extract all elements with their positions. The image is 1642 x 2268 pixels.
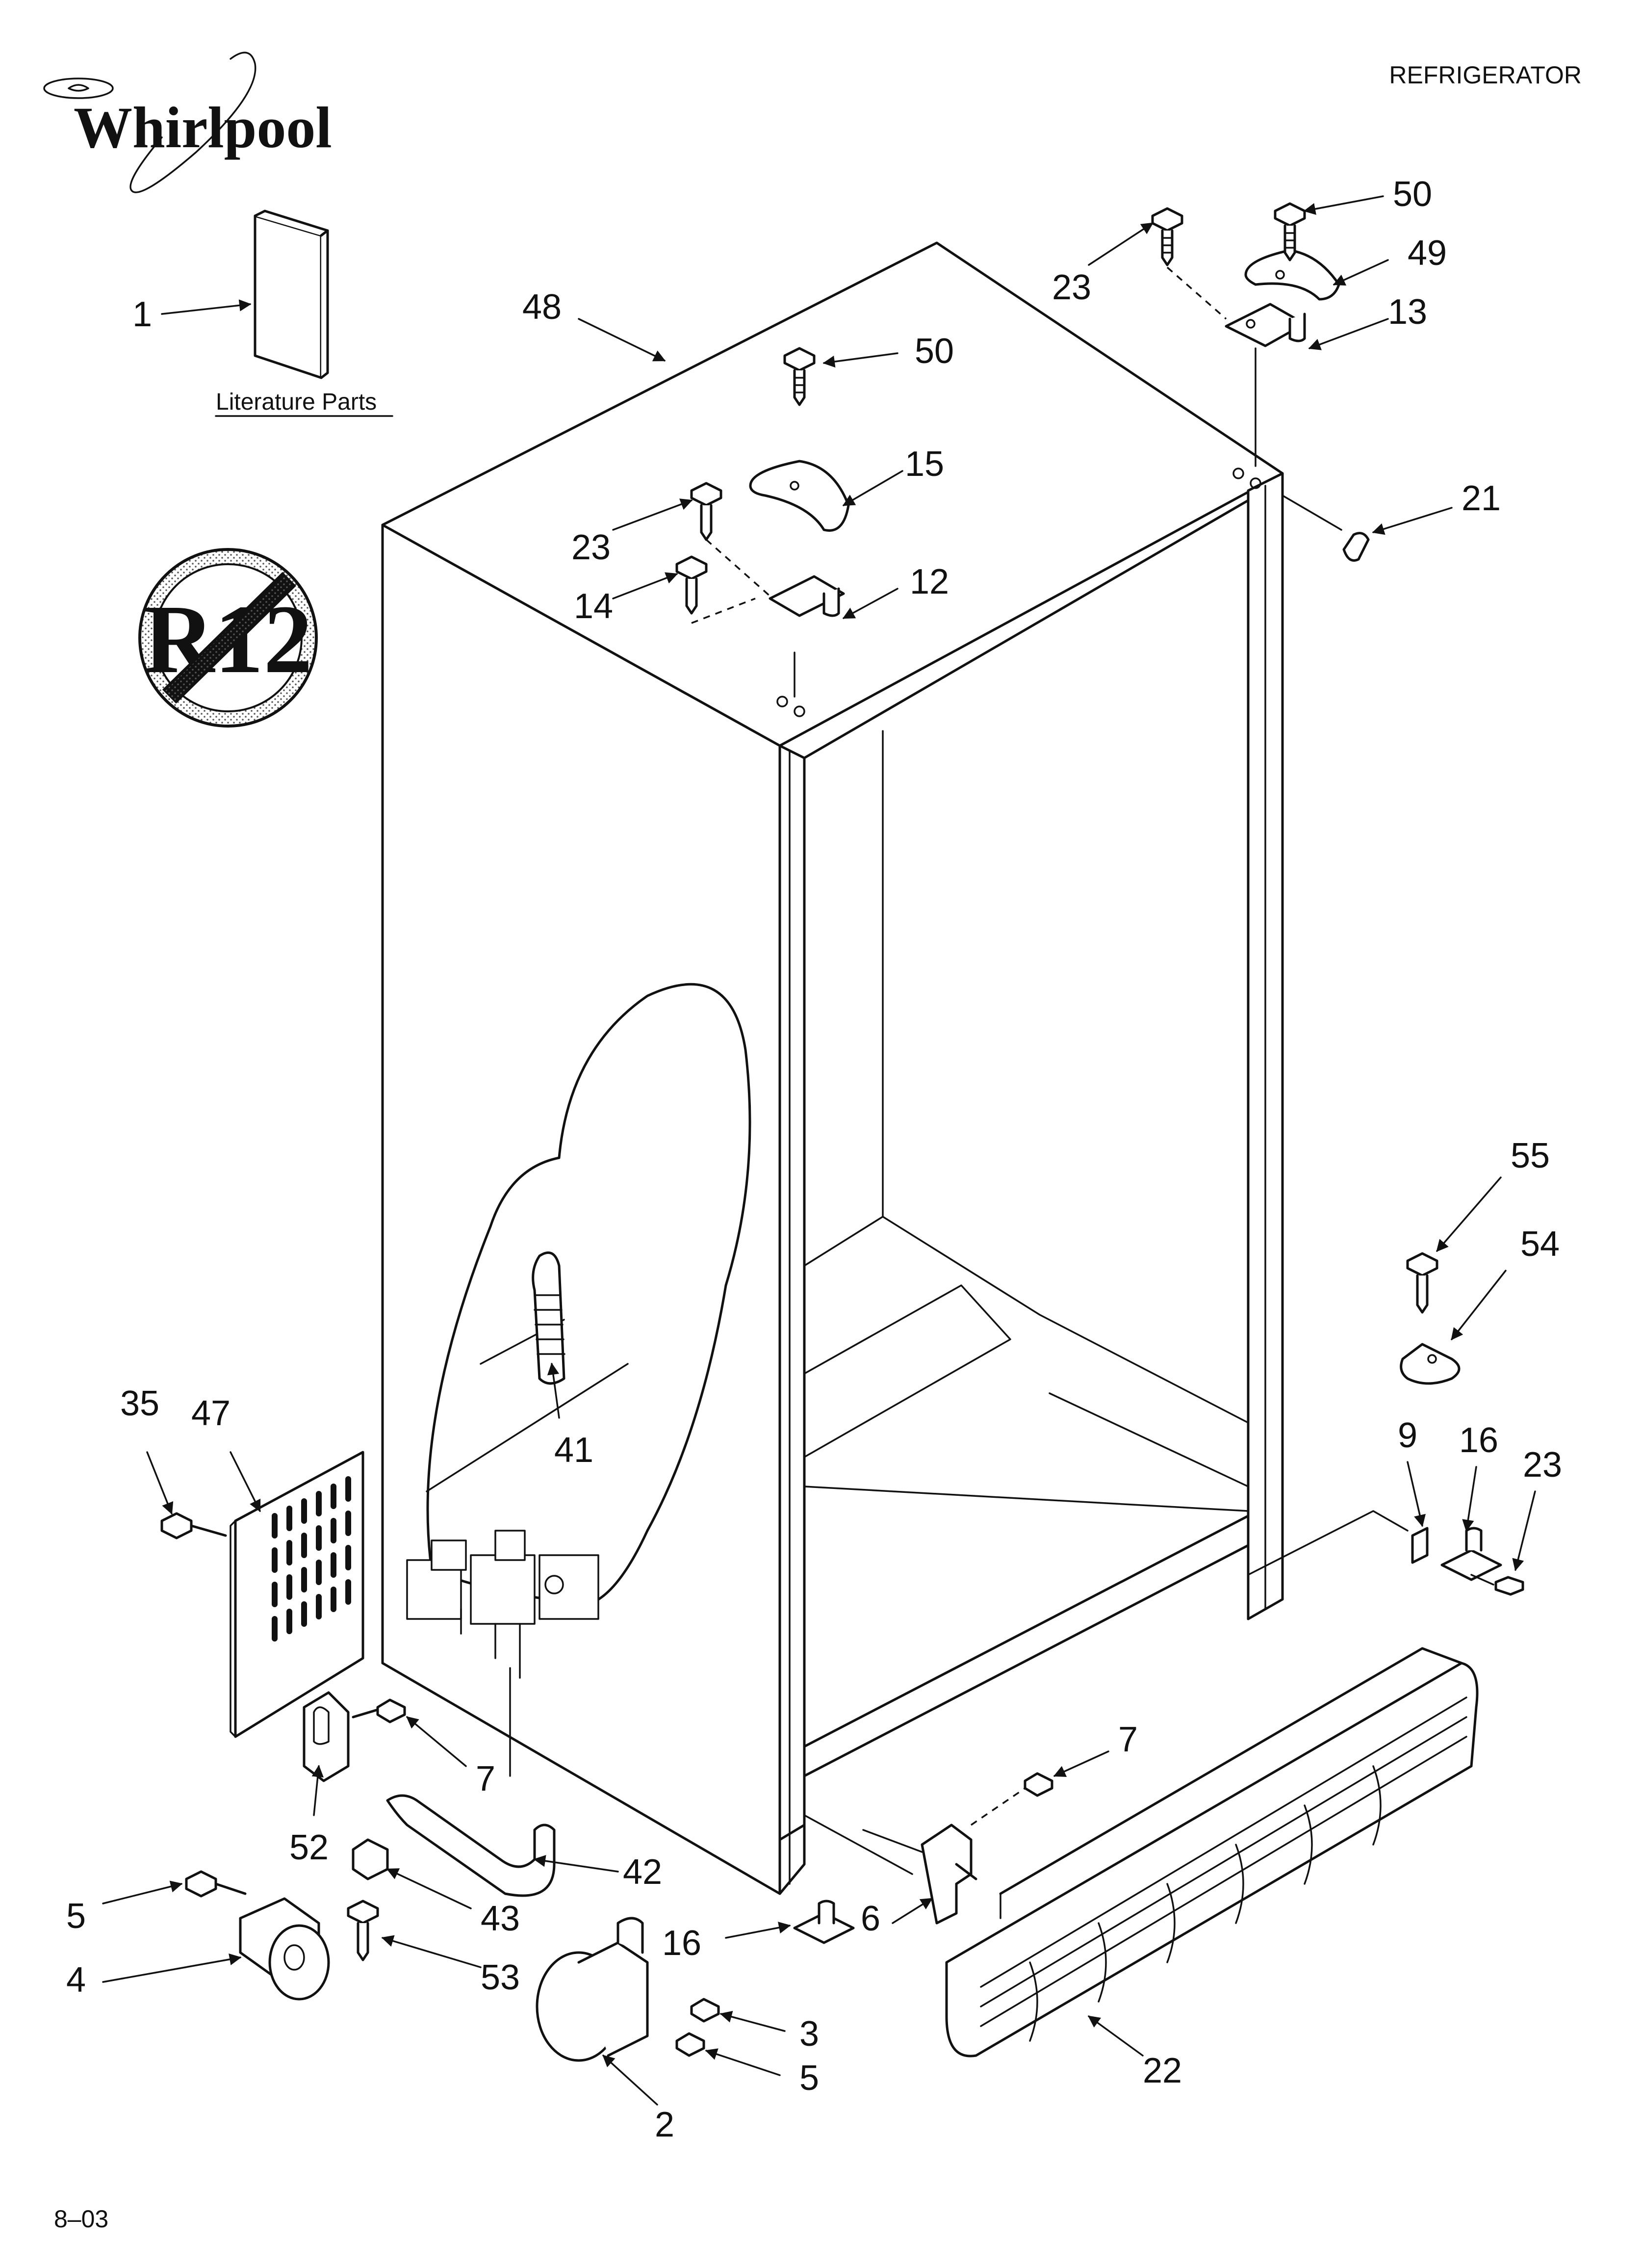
callout-15: 15 [905,444,944,484]
leader-lines [102,195,1536,2106]
page-code: 8–03 [54,2205,108,2233]
callout-47: 47 [191,1394,231,1433]
no-r12-symbol: R12 [138,548,318,728]
part-drain-tube [532,1251,565,1385]
callout-52: 52 [289,1828,329,1867]
callout-labels: 1 48 50 15 23 14 12 23 50 49 13 21 55 54… [66,175,1562,2144]
callout-4: 4 [66,1960,86,2000]
callout-23-right: 23 [1523,1445,1562,1485]
callout-41: 41 [554,1431,593,1470]
part-top-hinge-left [675,347,850,698]
callout-21: 21 [1462,479,1501,518]
callout-53: 53 [481,1958,520,1997]
part-control-assembly [406,1530,599,1679]
callout-23-top: 23 [1052,268,1091,307]
callout-16-bottom: 16 [662,1924,701,1963]
callout-7-right: 7 [1118,1720,1138,1759]
callout-42: 42 [623,1852,662,1892]
callout-55: 55 [1511,1136,1550,1175]
callout-23: 23 [571,528,611,567]
callout-13: 13 [1388,292,1427,332]
callout-7-left: 7 [476,1759,495,1799]
callout-35: 35 [120,1384,159,1423]
callout-16-right: 16 [1459,1421,1498,1460]
part-water-tube [347,1667,556,1961]
category-title: REFRIGERATOR [1389,61,1582,89]
callout-5-right: 5 [799,2059,819,2098]
part-rear-panel [160,1451,364,1738]
part-lower-hinge-right [1247,1252,1524,1596]
part-top-hinge-right [1151,202,1340,467]
callout-9: 9 [1398,1416,1417,1455]
callout-5-left: 5 [66,1897,86,1936]
callout-6: 6 [861,1899,880,1938]
callout-43: 43 [481,1899,520,1938]
callout-54: 54 [1520,1225,1560,1264]
callout-14: 14 [574,587,613,626]
part-hinge-pin-16 [793,1900,855,1944]
part-literature [254,209,329,379]
callout-3: 3 [799,2014,819,2054]
whirlpool-logo: Whirlpool [43,52,332,193]
part-bracket-52 [303,1691,406,1782]
callout-12: 12 [910,562,949,601]
callout-50-top: 50 [1393,175,1432,214]
part-grille [945,1647,1479,2058]
part-roller-front [185,1870,330,2001]
literature-label: Literature Parts [216,389,377,415]
part-roller-rear [536,1917,720,2062]
part-bracket-6 [803,1772,1053,1925]
part-21 [1342,532,1370,562]
brand-wordmark: Whirlpool [74,95,332,160]
callout-50: 50 [915,332,954,371]
callout-22: 22 [1143,2051,1182,2090]
callout-49: 49 [1408,234,1447,273]
callout-2: 2 [655,2105,674,2144]
callout-1: 1 [132,295,152,334]
callout-48: 48 [522,287,562,327]
